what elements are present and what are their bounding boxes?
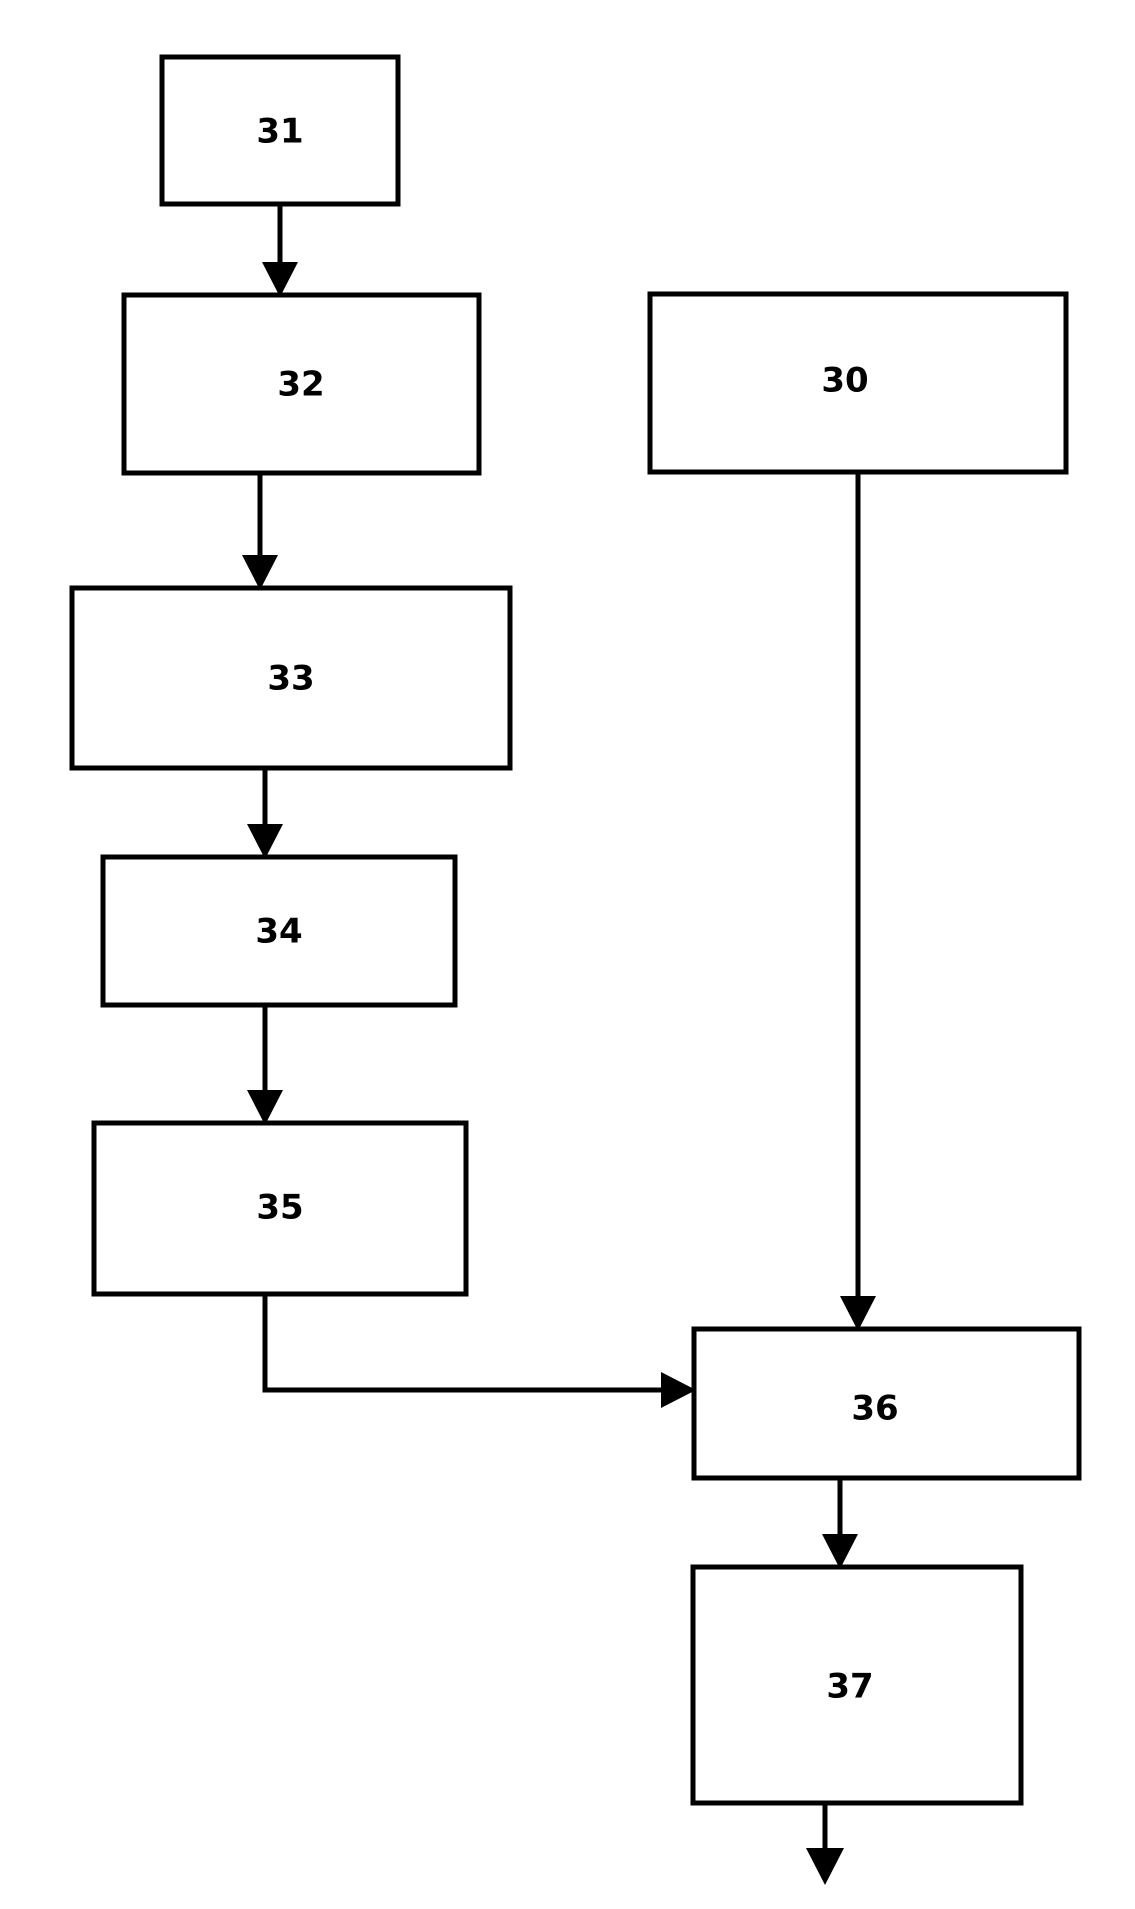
node-35-box[interactable] <box>91 1120 469 1297</box>
edge-34-to-35 <box>247 1005 283 1125</box>
node-32-box[interactable] <box>121 292 482 476</box>
edge-35-to-36 <box>262 1268 696 1408</box>
node-30-label: 30 <box>821 361 868 401</box>
node-34-box[interactable] <box>100 854 458 1008</box>
node-33-box[interactable] <box>69 585 513 771</box>
node-36-label: 36 <box>851 1389 898 1429</box>
edge-36-to-37 <box>822 1478 858 1569</box>
node-36-box[interactable] <box>691 1326 1082 1481</box>
edge-33-to-34-arrowhead <box>247 824 283 859</box>
node-36[interactable]: 36 <box>691 1326 1082 1481</box>
edge-34-to-35-arrowhead <box>247 1090 283 1125</box>
node-35[interactable]: 35 <box>91 1120 469 1297</box>
edge-32-to-33 <box>242 473 278 590</box>
node-31-box[interactable] <box>159 54 401 207</box>
node-37[interactable]: 37 <box>690 1564 1024 1806</box>
edge-30-to-36 <box>840 472 876 1331</box>
edge-37-to-output-arrowhead <box>806 1848 844 1885</box>
node-37-label: 37 <box>826 1667 873 1707</box>
node-33-label: 33 <box>267 659 314 699</box>
edge-35-to-36-arrowhead <box>661 1372 696 1408</box>
node-37-box[interactable] <box>690 1564 1024 1806</box>
node-31-label: 31 <box>256 112 303 152</box>
node-30-box[interactable] <box>647 291 1069 475</box>
edge-36-to-37-arrowhead <box>822 1534 858 1569</box>
node-33[interactable]: 33 <box>69 585 513 771</box>
node-34[interactable]: 34 <box>100 854 458 1008</box>
edge-31-to-32 <box>262 204 298 297</box>
edge-35-to-36-line <box>262 1268 680 1393</box>
node-32[interactable]: 32 <box>121 292 482 476</box>
edge-33-to-34 <box>247 768 283 859</box>
node-35-label: 35 <box>256 1188 303 1228</box>
edge-32-to-33-arrowhead <box>242 555 278 590</box>
edge-30-to-36-arrowhead <box>840 1296 876 1331</box>
node-32-label: 32 <box>277 365 324 405</box>
node-30[interactable]: 30 <box>647 291 1069 475</box>
node-34-label: 34 <box>255 912 302 952</box>
edge-31-to-32-arrowhead <box>262 262 298 297</box>
node-31[interactable]: 31 <box>159 54 401 207</box>
